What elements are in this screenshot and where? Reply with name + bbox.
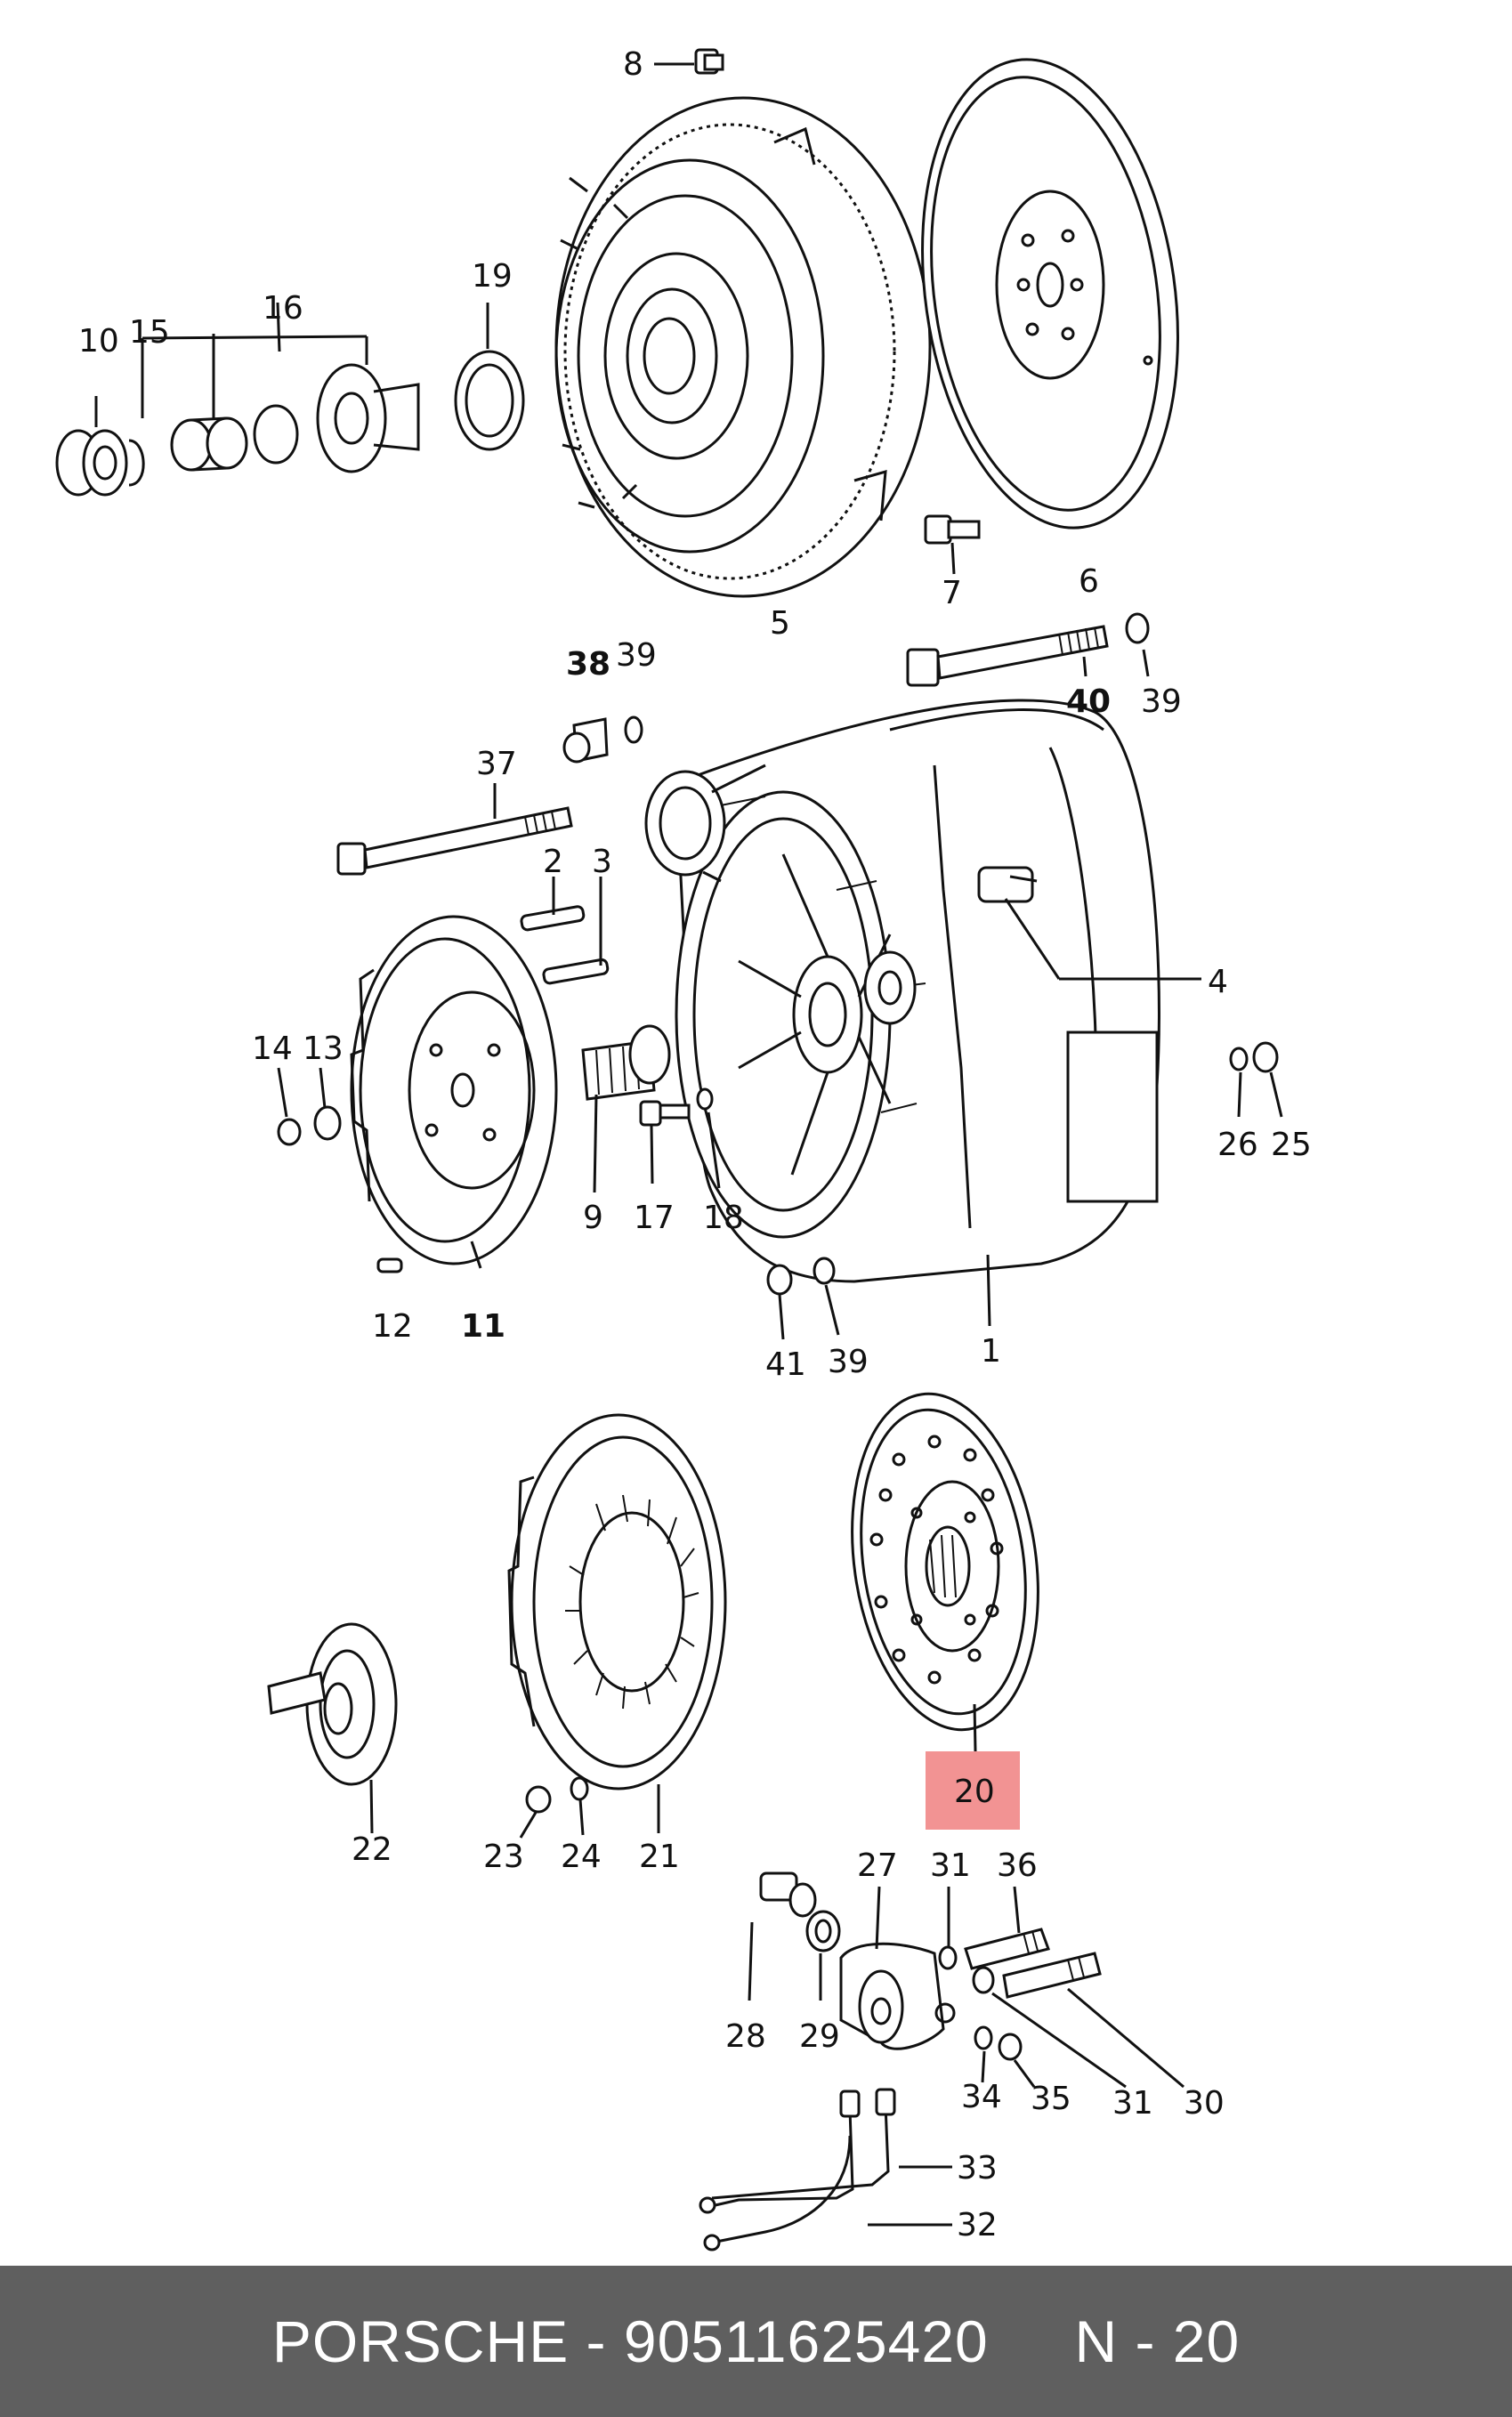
parts-34-35 — [974, 2025, 1036, 2088]
parts-23-24 — [519, 1776, 589, 1839]
label-part-32: 32 — [957, 2207, 998, 2243]
label-part-11: 11 — [461, 1308, 505, 1345]
label-part-27: 27 — [857, 1847, 898, 1884]
footer-gap — [989, 2308, 1075, 2375]
part-21-clutch-cover — [507, 1413, 727, 1833]
label-part-38: 38 — [566, 646, 610, 683]
part-39-washer-right — [1125, 612, 1150, 677]
label-part-24: 24 — [561, 1839, 602, 1875]
label-part-33: 33 — [957, 2150, 998, 2187]
part-7-bolt — [924, 514, 981, 575]
label-part-31-top: 31 — [930, 1847, 971, 1884]
label-part-4: 4 — [1208, 964, 1228, 1000]
label-part-39-top: 39 — [616, 637, 657, 674]
label-part-29: 29 — [799, 2018, 840, 2055]
label-part-3: 3 — [592, 844, 612, 880]
parts-41-39 — [766, 1257, 840, 1340]
label-part-39-mid: 39 — [828, 1344, 869, 1380]
label-part-28: 28 — [725, 2018, 766, 2055]
label-part-14: 14 — [252, 1031, 293, 1067]
part-37-long-bolt — [336, 783, 573, 876]
part-1-leader — [986, 1254, 991, 1327]
label-part-25: 25 — [1271, 1127, 1312, 1163]
part-20-highlight — [926, 1751, 1020, 1830]
label-part-16: 16 — [263, 290, 303, 327]
part-5-torque-converter — [554, 96, 932, 598]
part-40-bolt — [906, 625, 1109, 687]
label-part-22: 22 — [352, 1831, 392, 1868]
label-part-18: 18 — [703, 1200, 744, 1236]
label-part-20: 20 — [954, 1774, 995, 1810]
part-11-pressure-plate — [350, 915, 558, 1269]
parts-30-31-36 — [938, 1886, 1185, 2089]
label-part-36: 36 — [997, 1847, 1038, 1884]
parts-17-18 — [639, 1087, 721, 1189]
label-part-35: 35 — [1031, 2081, 1071, 2117]
label-part-12: 12 — [372, 1308, 413, 1345]
label-part-30: 30 — [1184, 2085, 1225, 2122]
label-part-17: 17 — [634, 1200, 675, 1236]
label-part-15: 15 — [129, 314, 170, 351]
label-part-19: 19 — [472, 258, 513, 295]
footer-separator: - — [569, 2308, 624, 2374]
parts-32-33-lines — [699, 2088, 952, 2251]
footer-reference: N - 20 — [1074, 2308, 1241, 2374]
part-1-bellhousing — [644, 699, 1160, 1283]
label-part-37: 37 — [476, 746, 517, 782]
label-part-26: 26 — [1217, 1127, 1258, 1163]
parts-25-26 — [1229, 1041, 1283, 1118]
part-22-release-bearing — [267, 1622, 398, 1834]
parts-28-29 — [748, 1871, 841, 2001]
label-part-2: 2 — [543, 844, 563, 880]
parts-10-15-16-19 — [55, 302, 525, 497]
label-part-39-right: 39 — [1141, 683, 1182, 720]
label-part-13: 13 — [303, 1031, 344, 1067]
label-part-5: 5 — [770, 605, 790, 642]
label-part-34: 34 — [961, 2079, 1002, 2115]
part-8-bolt — [654, 48, 724, 75]
part-number-footer: PORSCHE - 90511625420 N - 20 — [0, 2266, 1512, 2417]
label-part-10: 10 — [78, 323, 119, 360]
label-part-23: 23 — [483, 1839, 524, 1875]
parts-12-13-14 — [277, 1067, 403, 1273]
label-part-31-bottom: 31 — [1112, 2085, 1153, 2122]
label-part-6: 6 — [1079, 563, 1099, 600]
label-part-21: 21 — [639, 1839, 680, 1875]
label-part-1: 1 — [981, 1333, 1001, 1370]
footer-part-number: 90511625420 — [623, 2308, 989, 2374]
label-part-7: 7 — [942, 575, 962, 611]
part-9-shaft — [581, 1024, 671, 1193]
footer-caption: PORSCHE - 90511625420 N - 20 — [0, 2266, 1512, 2417]
part-20-clutch-disc — [851, 1392, 1039, 1752]
part-38-sleeve — [562, 717, 609, 764]
label-part-40: 40 — [1066, 683, 1111, 720]
part-39-washer-left — [624, 715, 643, 744]
part-4-pointer — [1004, 898, 1201, 981]
exploded-parts-diagram: 8 10 15 16 19 7 6 5 38 39 40 39 37 2 3 4… — [55, 46, 1312, 2251]
parts-2-3-studs — [520, 877, 610, 985]
label-part-9: 9 — [583, 1200, 603, 1236]
part-27-slave-cylinder — [839, 1886, 956, 2050]
footer-brand: PORSCHE — [271, 2308, 570, 2374]
label-part-41: 41 — [765, 1346, 806, 1383]
label-part-8: 8 — [623, 46, 643, 83]
part-6-flex-plate — [921, 58, 1179, 529]
